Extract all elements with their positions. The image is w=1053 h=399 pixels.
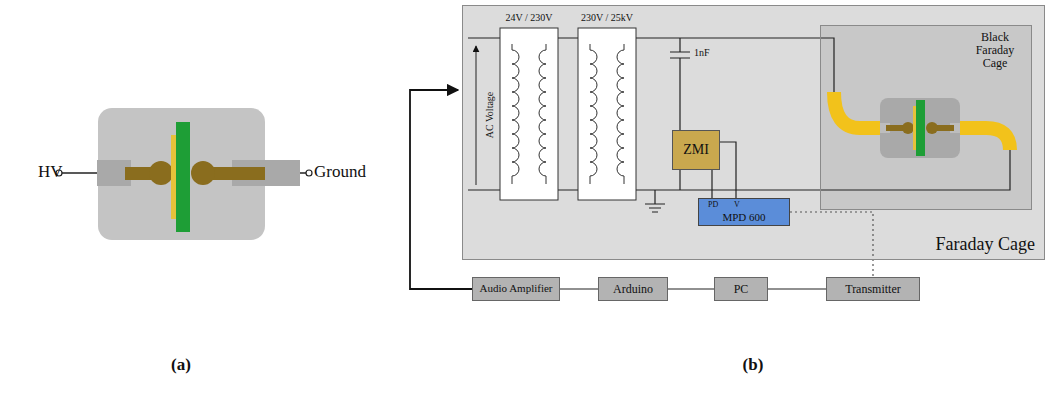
transformer-box <box>578 28 636 200</box>
drawing-part <box>306 170 312 176</box>
annotation-label: HV <box>38 163 63 182</box>
coil-winding <box>617 44 624 184</box>
audio-feed-arrow <box>410 90 472 289</box>
drawing-part <box>98 108 265 240</box>
panel-caption: (b) <box>743 356 764 375</box>
signal-wire <box>560 288 598 289</box>
drawing-part <box>913 106 916 150</box>
node-label: PC <box>734 282 749 297</box>
drawing-part <box>645 190 665 212</box>
signal-wire <box>768 288 826 289</box>
drawing-part <box>880 98 960 158</box>
faraday-cage-panel: Faraday Cage Black Faraday CageZMI PD V MPD … <box>462 5 1045 260</box>
coil-winding <box>590 44 597 184</box>
annotation-label: AC Voltage <box>484 92 495 139</box>
coil-winding <box>512 44 519 184</box>
annotation-label: Ground <box>314 163 366 182</box>
zmi-box: ZMI <box>672 130 720 170</box>
signal-wire <box>711 170 712 198</box>
annotation-label: 1nF <box>694 47 710 58</box>
process-box: Audio Amplifier <box>472 277 560 301</box>
panel-caption: (a) <box>171 356 191 375</box>
node-label: MPD 600 <box>699 211 789 223</box>
drawing-part <box>300 172 306 174</box>
faraday-cage-ground <box>462 5 1045 260</box>
drawing-part <box>176 122 190 232</box>
test-cell-a <box>56 108 312 240</box>
signal-wire <box>668 288 714 289</box>
drawing-part <box>679 170 680 190</box>
drawing-part <box>916 100 925 156</box>
wireless-link <box>790 212 873 277</box>
node-label: ZMI <box>683 142 709 158</box>
drawing-part <box>62 172 97 174</box>
process-box: Arduino <box>598 277 668 301</box>
node-label: Transmitter <box>845 282 901 297</box>
node-label: Audio Amplifier <box>476 283 555 295</box>
drawing-part <box>834 92 880 128</box>
drawing-part <box>926 122 938 134</box>
ac-voltage-arrow <box>476 46 477 185</box>
process-box: PC <box>714 277 768 301</box>
node-label: V <box>734 200 740 209</box>
black-cage-ground <box>820 25 1032 210</box>
drawing-part <box>670 38 690 130</box>
drawing-part <box>149 161 173 185</box>
process-box: Transmitter <box>826 277 920 301</box>
drawing-part <box>171 135 176 219</box>
annotation-label: 230V / 25kV <box>581 12 633 23</box>
node-label: PD <box>708 200 718 209</box>
mpd-box: PD V MPD 600 <box>698 198 790 226</box>
drawing-part <box>960 128 1010 150</box>
node-label: Arduino <box>613 282 653 297</box>
drawing-part <box>191 161 215 185</box>
signal-wire <box>720 142 736 198</box>
drawing-part <box>902 122 914 134</box>
black-faraday-cage: Black Faraday Cage <box>820 25 1032 210</box>
transformer-coil <box>512 44 624 184</box>
node-label: Faraday Cage <box>936 234 1035 255</box>
transformer-box <box>500 28 558 200</box>
annotation-label: 24V / 230V <box>505 12 552 23</box>
node-label: Black Faraday Cage <box>964 31 1026 71</box>
coil-winding <box>539 44 546 184</box>
test-cell-b <box>834 92 1010 158</box>
